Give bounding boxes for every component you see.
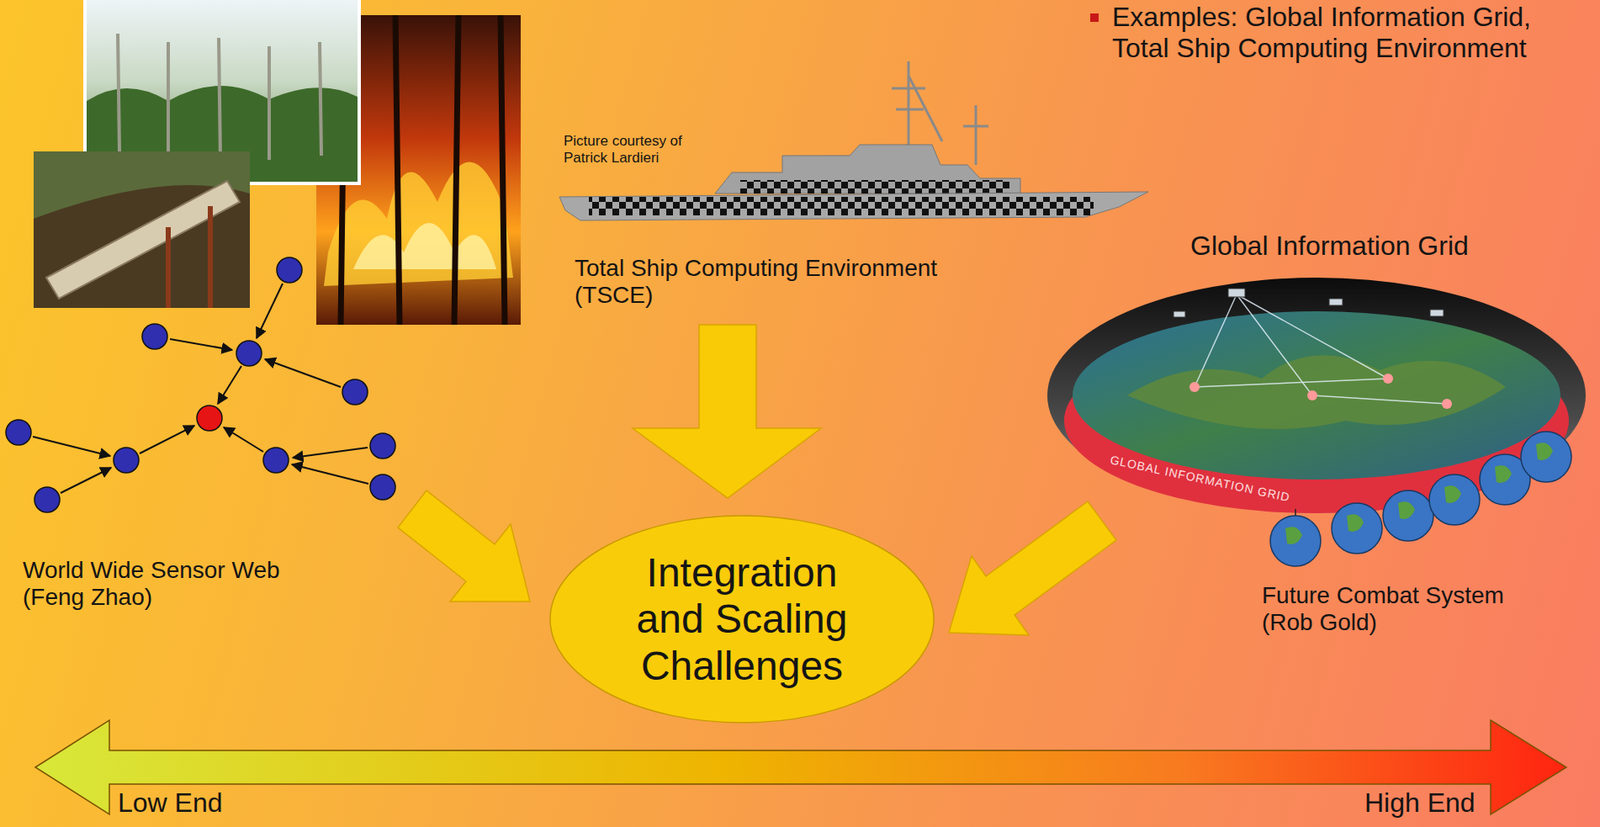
image-caption: Global Information Grid xyxy=(1190,230,1469,262)
bullet-marker xyxy=(1090,13,1099,22)
spectrum-arrow xyxy=(35,720,1567,815)
sensor-dots xyxy=(5,257,396,513)
gig-illustration xyxy=(1047,277,1586,567)
image-caption: Total Ship Computing Environment (TSCE) xyxy=(574,254,996,309)
ship-illustration xyxy=(559,61,1149,221)
scale-end-label: Low End xyxy=(117,787,223,819)
examples-text: Examples: Global Information Grid, Total… xyxy=(1112,1,1550,64)
pipeline-photo xyxy=(33,151,250,308)
challenge-ellipse: Integration and Scaling Challenges xyxy=(548,513,936,725)
sensor-network xyxy=(32,283,369,493)
picture-credit: Picture courtesy of Patrick Lardieri xyxy=(563,132,709,166)
scale-end-label: High End xyxy=(1364,787,1476,819)
image-caption: Future Combat System (Rob Gold) xyxy=(1261,582,1540,636)
node-text: Integration and Scaling Challenges xyxy=(607,549,877,689)
image-caption: World Wide Sensor Web (Feng Zhao) xyxy=(22,556,309,611)
